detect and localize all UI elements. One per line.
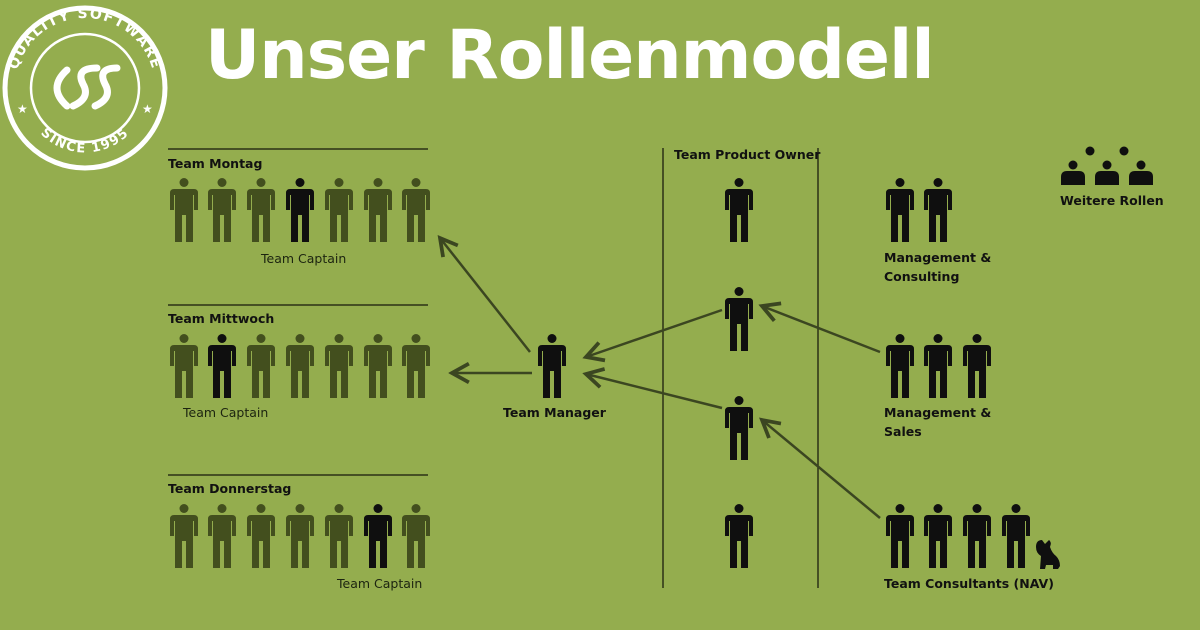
- role-member-figure: [963, 334, 991, 398]
- team-manager-label: Team Manager: [503, 405, 606, 420]
- team-captain-figure: [286, 178, 314, 242]
- team-montag-captain-label: Team Captain: [261, 251, 347, 266]
- team-member-figure: [286, 504, 314, 568]
- role-consultants-label: Team Consultants (NAV): [884, 576, 1054, 591]
- team-member-figure: [170, 504, 198, 568]
- svg-text:★: ★: [17, 102, 28, 116]
- team-member-figure: [170, 334, 198, 398]
- logo-top-text: QUALITY SOFTWARE: [6, 6, 163, 72]
- arrow-consultants-to-po: [762, 420, 881, 519]
- team-member-figure: [402, 504, 430, 568]
- team-member-figure: [247, 504, 275, 568]
- team-member-figure: [402, 178, 430, 242]
- team-captain-figure: [208, 334, 236, 398]
- role-member-figure: [886, 334, 914, 398]
- role-member-figure: [924, 178, 952, 242]
- team-captain-figure: [364, 504, 392, 568]
- arrow-po-to-manager: [586, 308, 723, 357]
- arrow-manager-to-montag: [440, 238, 531, 353]
- arrow-sales-to-po: [762, 306, 881, 354]
- team-member-figure: [208, 178, 236, 242]
- product-owner-figure: [725, 396, 753, 460]
- team-member-figure: [402, 334, 430, 398]
- product-owner-figure: [725, 178, 753, 242]
- team-donnerstag-label: Team Donnerstag: [168, 481, 292, 496]
- role-member-figure: [924, 334, 952, 398]
- css-mark-icon: [53, 64, 121, 110]
- role-member-figure: [1002, 504, 1030, 568]
- team-mittwoch-label: Team Mittwoch: [168, 311, 275, 326]
- team-member-figure: [364, 334, 392, 398]
- role-member-figure: [886, 178, 914, 242]
- role-member-figure: [924, 504, 952, 568]
- team-member-figure: [364, 178, 392, 242]
- team-member-figure: [325, 334, 353, 398]
- team-member-figure: [247, 334, 275, 398]
- dog-icon: [1036, 540, 1060, 569]
- role-member-figure: [963, 504, 991, 568]
- svg-text:QUALITY SOFTWARE: QUALITY SOFTWARE: [6, 6, 165, 72]
- team-montag-label: Team Montag: [168, 156, 263, 171]
- team-member-figure: [247, 178, 275, 242]
- product-owner-figure: [725, 504, 753, 568]
- team-member-figure: [325, 178, 353, 242]
- page-title: Unser Rollenmodell: [205, 16, 935, 95]
- team-manager-figure: [538, 334, 566, 398]
- company-logo: QUALITY SOFTWARE SINCE 1995 ★ ★: [2, 5, 168, 171]
- weitere-rollen-label: Weitere Rollen: [1060, 193, 1164, 208]
- team-member-figure: [170, 178, 198, 242]
- role-consulting-label: Management &Consulting: [884, 250, 992, 285]
- people-figures: [170, 146, 1153, 569]
- group-icon: [1061, 146, 1153, 185]
- team-donnerstag-captain-label: Team Captain: [337, 576, 423, 591]
- team-mittwoch-captain-label: Team Captain: [183, 405, 269, 420]
- role-sales-label: Management &Sales: [884, 405, 992, 440]
- team-member-figure: [325, 504, 353, 568]
- team-member-figure: [286, 334, 314, 398]
- svg-text:★: ★: [142, 102, 153, 116]
- team-member-figure: [208, 504, 236, 568]
- team-product-owner-label: Team Product Owner: [674, 147, 821, 162]
- product-owner-figure: [725, 287, 753, 351]
- arrow-po-to-manager: [586, 374, 723, 410]
- role-member-figure: [886, 504, 914, 568]
